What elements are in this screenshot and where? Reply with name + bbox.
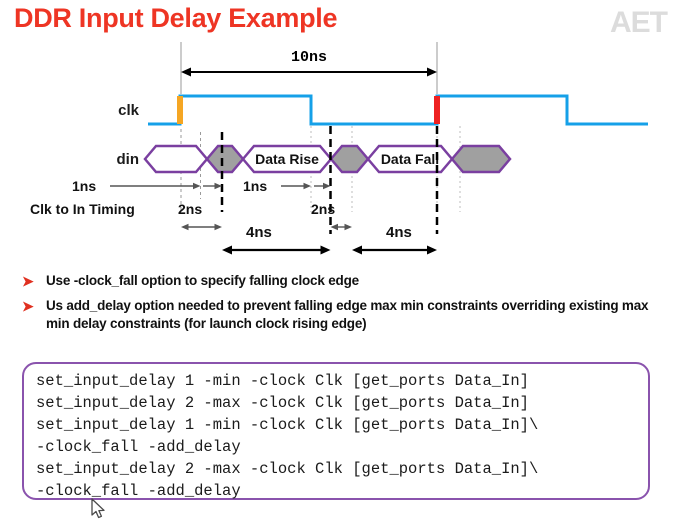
measure-4ns-left: 4ns <box>222 224 331 255</box>
code-line: set_input_delay 1 -min -clock Clk [get_p… <box>36 372 529 390</box>
din-transition-2 <box>329 144 370 174</box>
code-line: -clock_fall -add_delay <box>36 482 241 500</box>
din-transition-3 <box>450 144 512 174</box>
measure-2ns-right-label: 2ns <box>311 201 335 217</box>
aet-logo: AET <box>610 6 668 39</box>
code-block: set_input_delay 1 -min -clock Clk [get_p… <box>22 362 650 500</box>
bullet-list: ➤ Use -clock_fall option to specify fall… <box>22 272 662 340</box>
bullet-arrow-icon: ➤ <box>22 298 34 314</box>
span-10ns-label: 10ns <box>291 49 327 66</box>
measure-1ns-left: 1ns <box>72 178 222 194</box>
code-line: -clock_fall -add_delay <box>36 438 241 456</box>
bullet-add-delay-text: Us add_delay option needed to prevent fa… <box>46 298 649 331</box>
code-line: set_input_delay 2 -max -clock Clk [get_p… <box>36 460 539 478</box>
page-title: DDR Input Delay Example <box>14 3 338 33</box>
measure-2ns-left-label: 2ns <box>178 201 202 217</box>
span-10ns: 10ns <box>181 49 437 77</box>
clk-waveform <box>148 94 648 126</box>
din-waveform: Data Rise Data Fall <box>143 144 512 174</box>
bullet-clock-fall: ➤ Use -clock_fall option to specify fall… <box>22 272 662 290</box>
capture-edge-lines <box>220 126 439 234</box>
din-transition-1 <box>205 144 245 174</box>
clk-to-in-timing-label: Clk to In Timing <box>30 201 135 217</box>
measure-2ns-right: 2ns <box>311 201 352 231</box>
code-line: set_input_delay 2 -max -clock Clk [get_p… <box>36 394 529 412</box>
signal-label-din: din <box>117 151 140 168</box>
measure-4ns-right-label: 4ns <box>386 224 412 241</box>
measure-1ns-left-label: 1ns <box>72 178 96 194</box>
din-cell-data-fall-label: Data Fall <box>381 151 439 167</box>
bullet-add-delay: ➤ Us add_delay option needed to prevent … <box>22 297 662 333</box>
measure-2ns-left: 2ns <box>178 201 222 231</box>
bullet-clock-fall-text: Use -clock_fall option to specify fallin… <box>46 273 359 288</box>
din-cell-idle-1 <box>143 144 209 174</box>
measure-4ns-left-label: 4ns <box>246 224 272 241</box>
code-line: set_input_delay 1 -min -clock Clk [get_p… <box>36 416 539 434</box>
measure-1ns-right: 1ns <box>243 178 331 194</box>
mouse-cursor <box>91 498 105 519</box>
timing-diagram: 10ns clk din Data Rise Data Fall <box>30 42 648 255</box>
din-cell-data-rise-label: Data Rise <box>255 151 319 167</box>
bullet-arrow-icon: ➤ <box>22 273 34 289</box>
signal-label-clk: clk <box>118 102 140 119</box>
measure-4ns-right: 4ns <box>352 224 437 255</box>
measure-1ns-right-label: 1ns <box>243 178 267 194</box>
